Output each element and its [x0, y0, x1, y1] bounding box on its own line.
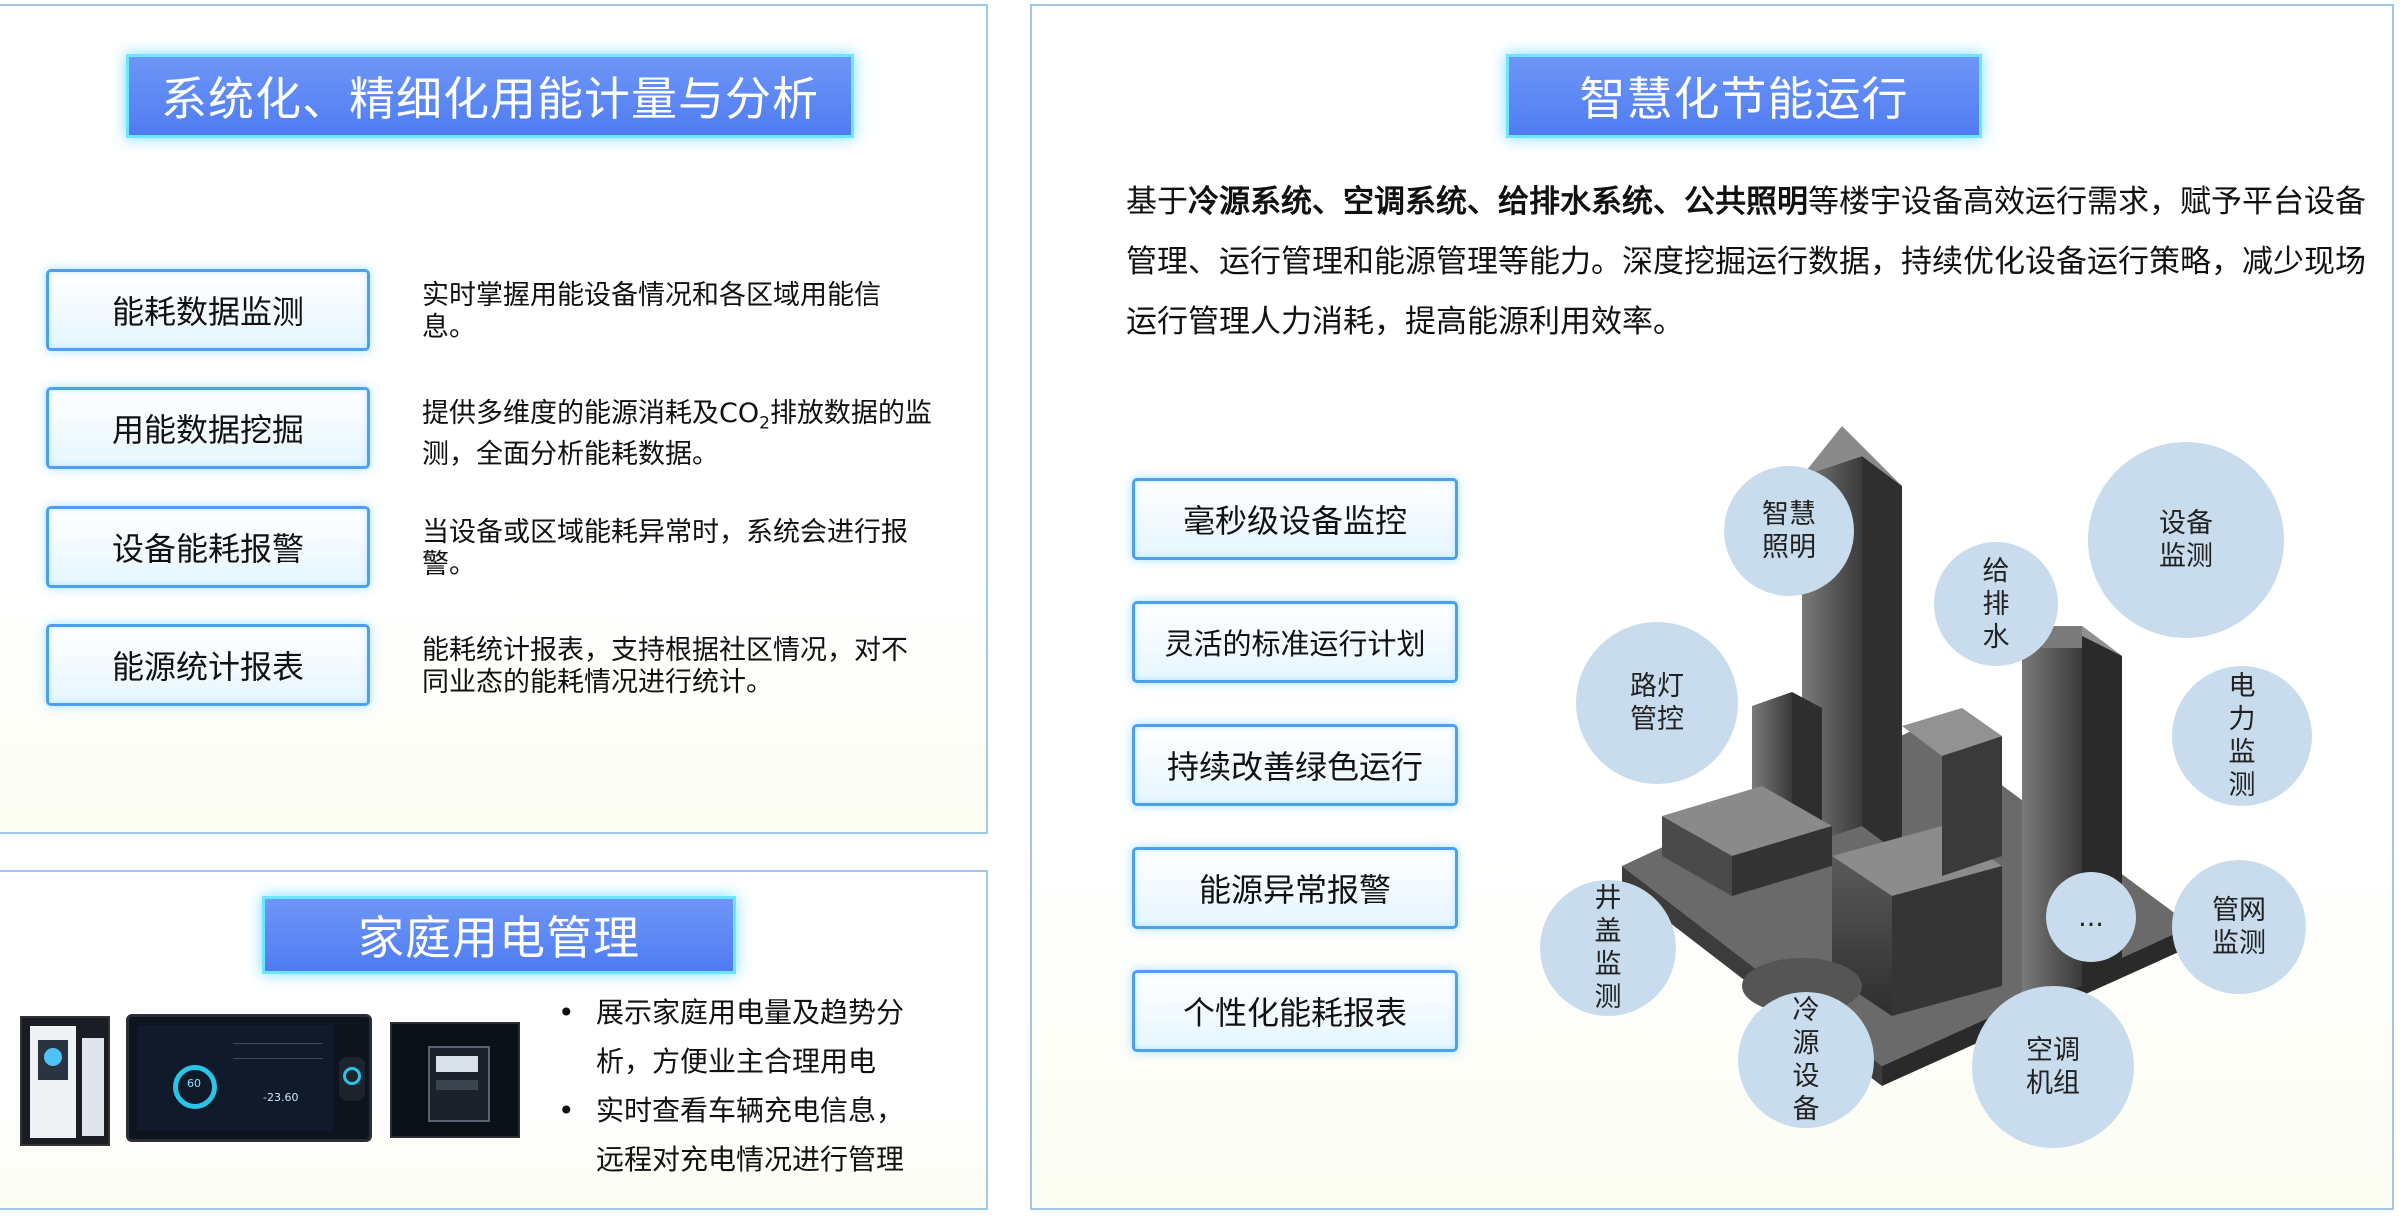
feature-energy-anomaly-alarm[interactable]: 能源异常报警 [1132, 847, 1458, 929]
feature-flexible-plan[interactable]: 灵活的标准运行计划 [1132, 601, 1458, 683]
electric-meter-image [390, 1022, 520, 1138]
bubble-water-supply[interactable]: 给排水 [1934, 542, 2058, 666]
feature-desc-statistics-report: 能耗统计报表，支持根据社区情况，对不同业态的能耗情况进行统计。 [422, 635, 908, 698]
feature-custom-report[interactable]: 个性化能耗报表 [1132, 970, 1458, 1052]
bullet-ev-charging: •实时查看车辆充电信息，远程对充电情况进行管理 [558, 1094, 905, 1176]
feature-green-operation[interactable]: 持续改善绿色运行 [1132, 724, 1458, 806]
feature-desc-energy-monitoring: 实时掌握用能设备情况和各区域用能信息。 [422, 280, 881, 343]
bubble-power-monitoring[interactable]: 电力监测 [2172, 666, 2312, 806]
panel-title-energy-analysis: 系统化、精细化用能计量与分析 [126, 54, 854, 138]
bubble-pipe-network-monitoring[interactable]: 管网监测 [2172, 860, 2306, 994]
tablet-readout: 60 [187, 1077, 201, 1090]
ev-charger-image [20, 1016, 110, 1146]
panel-title-smart-energy: 智慧化节能运行 [1506, 54, 1982, 138]
feature-statistics-report[interactable]: 能源统计报表 [46, 624, 370, 706]
smart-energy-description: 基于冷源系统、空调系统、给排水系统、公共照明等楼宇设备高效运行需求，赋予平台设备… [1126, 184, 2366, 340]
feature-desc-energy-alarm: 当设备或区域能耗异常时，系统会进行报警。 [422, 517, 908, 580]
home-power-panel: 家庭用电管理 60 -23.60 •展示家庭用电量及趋势分析，方便业主合理用电 … [0, 870, 988, 1210]
smart-energy-panel: 智慧化节能运行 基于冷源系统、空调系统、给排水系统、公共照明等楼宇设备高效运行需… [1030, 4, 2394, 1210]
feature-energy-monitoring[interactable]: 能耗数据监测 [46, 269, 370, 351]
bullet-home-usage: •展示家庭用电量及趋势分析，方便业主合理用电 [558, 996, 905, 1078]
bubble-streetlight-control[interactable]: 路灯管控 [1576, 622, 1738, 784]
energy-analysis-panel: 系统化、精细化用能计量与分析 能耗数据监测 实时掌握用能设备情况和各区域用能信息… [0, 4, 988, 834]
bubble-ahu[interactable]: 空调机组 [1972, 986, 2134, 1148]
bubble-more[interactable]: ... [2046, 872, 2136, 962]
bubble-chiller-equipment[interactable]: 冷源设备 [1738, 992, 1874, 1128]
feature-energy-alarm[interactable]: 设备能耗报警 [46, 506, 370, 588]
feature-data-mining[interactable]: 用能数据挖掘 [46, 387, 370, 469]
bubble-device-monitoring[interactable]: 设备监测 [2088, 442, 2284, 638]
bubble-manhole-monitoring[interactable]: 井盖监测 [1540, 880, 1676, 1016]
home-app-tablet-image: 60 -23.60 [126, 1014, 372, 1142]
bubble-smart-lighting[interactable]: 智慧照明 [1724, 466, 1854, 596]
panel-title-home-power: 家庭用电管理 [262, 896, 736, 974]
feature-ms-monitoring[interactable]: 毫秒级设备监控 [1132, 478, 1458, 560]
feature-desc-data-mining: 提供多维度的能源消耗及CO2排放数据的监测，全面分析能耗数据。 [422, 398, 932, 471]
tablet-value: -23.60 [263, 1091, 299, 1104]
